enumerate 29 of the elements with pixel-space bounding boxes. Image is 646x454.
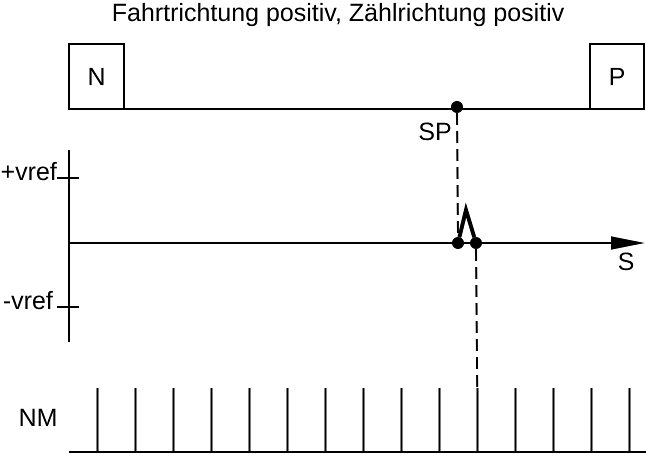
pulse-line — [172, 388, 174, 452]
pulse-line — [628, 388, 630, 452]
axis-label: S — [618, 252, 634, 270]
pulse-line — [438, 388, 440, 452]
pulse-line — [552, 388, 554, 452]
pulse-line — [362, 388, 364, 452]
point-dot — [451, 101, 463, 113]
pulse-line — [400, 388, 402, 452]
pulse-line — [324, 388, 326, 452]
point-label: SP — [419, 122, 450, 140]
point-dot — [470, 237, 482, 249]
pulse-line — [96, 388, 98, 452]
peak-line — [457, 202, 476, 238]
pulse-line — [476, 388, 478, 452]
title: Fahrtrichtung positiv, Zählrichtung positiv — [114, 2, 564, 26]
dashed-line — [475, 248, 478, 388]
pulse-line — [514, 388, 516, 452]
track-line — [124, 108, 590, 110]
pulse-line — [134, 388, 136, 452]
labeled-box: N — [68, 43, 125, 110]
pulse-line — [248, 388, 250, 452]
point-dot — [452, 237, 464, 249]
axis-label: -vref — [4, 290, 53, 310]
labeled-box: P — [589, 43, 645, 110]
pulse-line — [286, 388, 288, 452]
pulse-line — [590, 388, 592, 452]
axis-label: +vref — [2, 162, 57, 180]
signal-label: NM — [20, 408, 56, 426]
pulse-line — [210, 388, 212, 452]
